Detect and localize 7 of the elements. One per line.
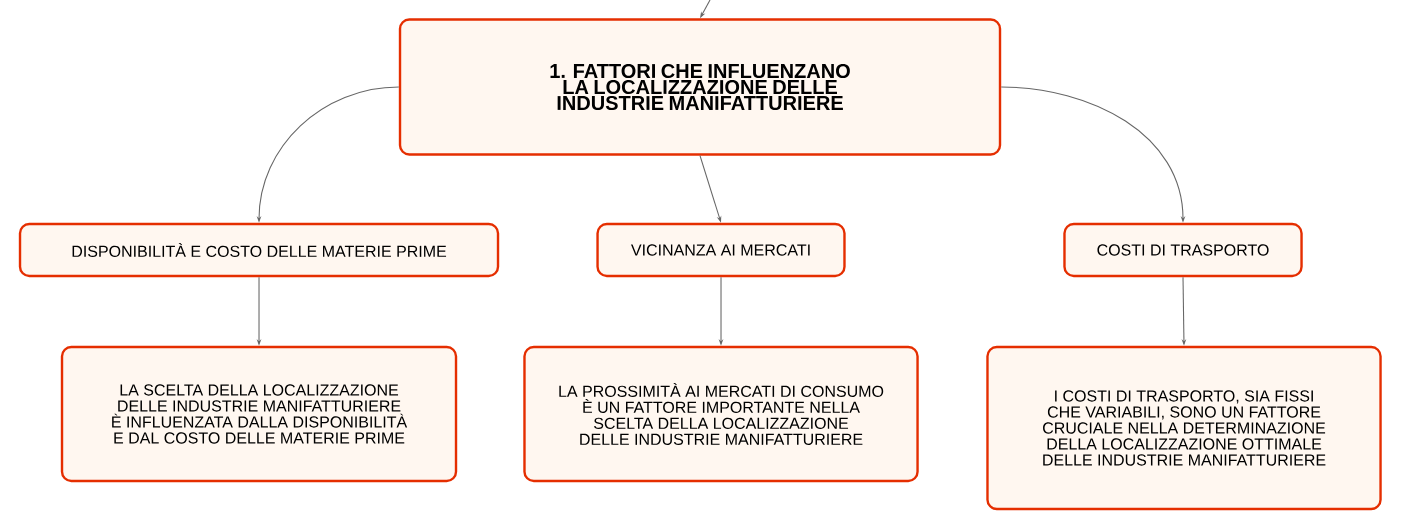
concept-box: LA SCELTA DELLA LOCALIZZAZIONE DELLE INDUSTRIE MANIFATTURIERE È INFLUENZATA DALLA DISPONIBILITÀ E DAL COSTO DELLE MATERIE PRIME [60, 345, 458, 483]
concept-box: I COSTI DI TRASPORTO, SIA FISSI CHE VARIABILI, SONO UN FATTORE CRUCIALE NELLA DETERMINAZIONE DELLA LOCALIZZAZIONE OTTIMALE DELLE INDUSTRIE MANIFATTURIERE [986, 345, 1382, 511]
concept-box: DISPONIBILITÀ E COSTO DELLE MATERIE PRIME [18, 222, 500, 278]
concept-box: 1. FATTORI CHE INFLUENZANO LA LOCALIZZAZIONE DELLE INDUSTRIE MANIFATTURIERE [398, 18, 1002, 156]
concept-box: COSTI DI TRASPORTO [1063, 222, 1303, 278]
concept-box: LA PROSSIMITÀ AI MERCATI DI CONSUMO È UN FATTORE IMPORTANTE NELLA SCELTA DELLA LOCALIZZAZIONE DELLE INDUSTRIE MANIFATTURIERE [523, 345, 919, 483]
concept-box: VICINANZA AI MERCATI [596, 222, 846, 278]
